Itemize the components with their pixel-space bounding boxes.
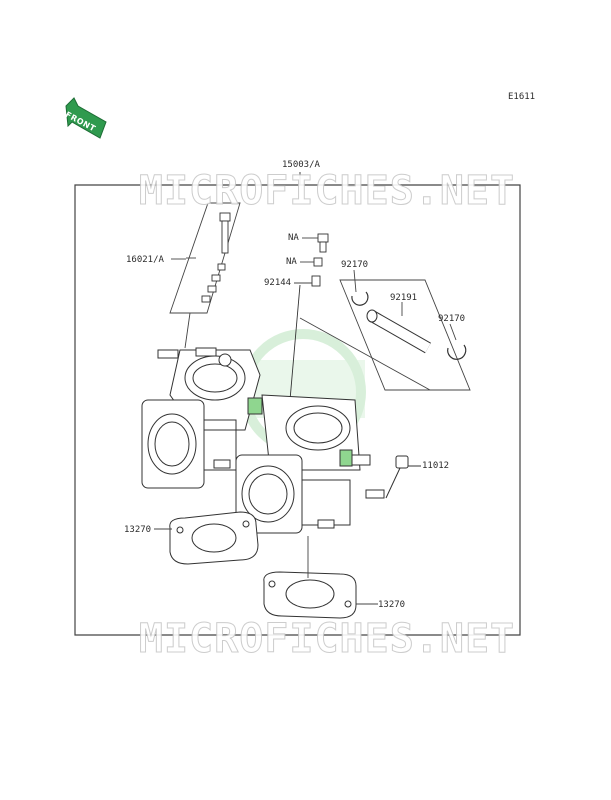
leader-lines [154, 237, 457, 605]
diagram-code: E1611 [508, 92, 536, 102]
throttle-body [141, 347, 385, 534]
part-label[interactable]: 92191 [390, 293, 418, 303]
part-label[interactable]: 15003/A [282, 160, 320, 170]
part-label[interactable]: NA [286, 257, 297, 267]
part-label[interactable]: 16021/A [126, 255, 164, 265]
circlip [351, 291, 467, 360]
gasket-lower [263, 571, 357, 619]
part-label[interactable]: 11012 [422, 461, 450, 471]
part-label[interactable]: 92144 [264, 278, 292, 288]
watermark-top: MICROFICHES.NET [138, 168, 516, 215]
part-label[interactable]: 92170 [438, 314, 466, 324]
gasket-upper [169, 511, 259, 565]
frame-border [74, 184, 521, 636]
sub-assembly-box [169, 202, 241, 349]
part-label[interactable]: 13270 [124, 525, 152, 535]
cap [385, 455, 421, 499]
part-label[interactable]: 13270 [378, 600, 406, 610]
part-label[interactable]: 92170 [341, 260, 369, 270]
adjust-screw [201, 212, 231, 303]
watermark-bottom: MICROFICHES.NET [138, 616, 516, 663]
pin-shaft [366, 309, 431, 354]
front-arrow-icon [65, 97, 107, 139]
part-label[interactable]: NA [288, 233, 299, 243]
shaft-box [299, 279, 471, 391]
